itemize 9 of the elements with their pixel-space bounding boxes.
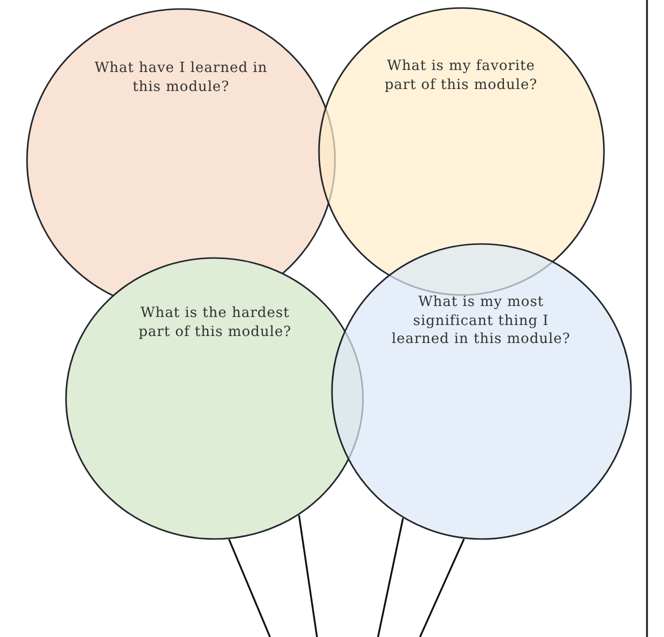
question-text: What is the hardest part of this module?: [138, 304, 292, 341]
balloon-string: [419, 538, 465, 637]
question-text: What have I learned in this module?: [94, 59, 268, 96]
balloon-string: [298, 515, 318, 637]
question-text: What is my favorite part of this module?: [384, 57, 538, 94]
balloon-string: [228, 538, 271, 637]
balloon-string: [377, 518, 404, 637]
balloon-circle: [331, 243, 632, 540]
question-text: What is my most significant thing I learned in this module?: [390, 293, 572, 348]
